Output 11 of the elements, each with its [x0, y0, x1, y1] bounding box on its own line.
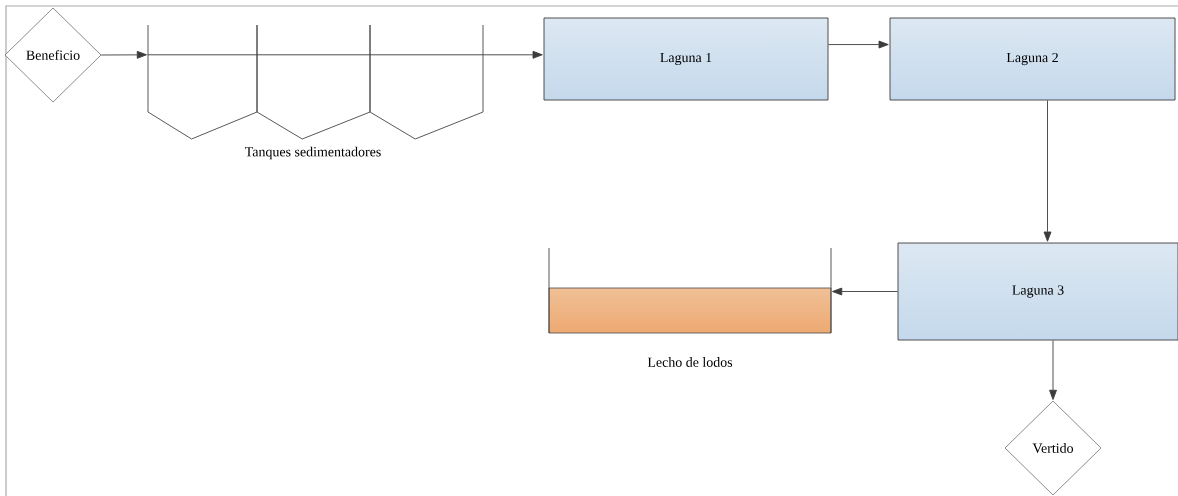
arrow: [828, 40, 889, 49]
arrow: [1043, 100, 1052, 242]
arrow: [1049, 340, 1057, 400]
process-box: Laguna 3: [897, 242, 1178, 341]
process-box: Laguna 1: [543, 17, 829, 101]
node-label: Lecho de lodos: [647, 357, 733, 367]
arrow: [832, 287, 898, 296]
arrow: [100, 50, 147, 59]
node-label: Tanques sedimentadores: [245, 146, 381, 160]
arrow: [147, 50, 543, 59]
process-box: Laguna 2: [889, 17, 1176, 101]
